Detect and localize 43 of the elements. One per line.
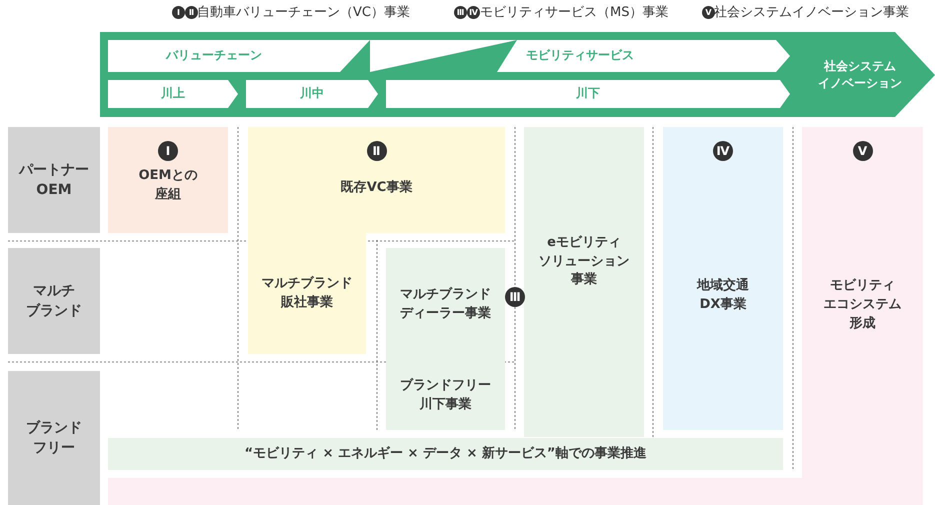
- category-panel: [108, 438, 783, 470]
- business-label: 既存VC事業: [340, 179, 412, 197]
- stage-label: 川下: [576, 85, 600, 102]
- category-panel: [524, 127, 644, 437]
- row-header: [8, 371, 100, 505]
- row-header: [8, 248, 100, 354]
- business-label: 地域交通DX事業: [697, 277, 749, 314]
- business-label: マルチブランド販社事業: [262, 274, 352, 312]
- legend-text: 自動車バリューチェーン（VC）事業: [197, 5, 410, 21]
- business-label: モビリティエコシステム形成: [824, 277, 902, 333]
- category-panel: [386, 362, 505, 430]
- business-label: “モビリティ × エネルギー × データ × 新サービス”軸での事業推進: [244, 444, 646, 463]
- roman-numeral-badge: Ⅴ: [702, 6, 715, 19]
- roman-numeral-badge: Ⅱ: [185, 6, 198, 19]
- roman-numeral-badge: Ⅰ: [172, 6, 185, 19]
- category-panel: [802, 127, 923, 478]
- business-label: OEMとの座組: [138, 167, 198, 204]
- business-label: ブランドフリー川下事業: [400, 377, 491, 414]
- roman-numeral-badge: Ⅳ: [467, 6, 480, 19]
- stage-label: 川上: [161, 85, 185, 102]
- row-label: ブランドフリー: [26, 418, 82, 458]
- roman-numeral-badge: Ⅱ: [366, 141, 386, 161]
- roman-numeral-badge: Ⅲ: [454, 6, 467, 19]
- row-label: マルチブランド: [26, 282, 82, 321]
- roman-numeral-badge: Ⅲ: [505, 287, 525, 307]
- stage-label: 川中: [300, 85, 324, 102]
- business-label: eモビリティソリューション事業: [538, 234, 630, 290]
- category-panel: [248, 233, 366, 354]
- business-label: マルチブランドディーラー事業: [400, 286, 491, 323]
- category-panel: [663, 127, 783, 430]
- roman-numeral-badge: Ⅰ: [158, 141, 178, 161]
- category-panel: [108, 127, 228, 233]
- category-panel: [386, 248, 505, 362]
- legend-text: モビリティサービス（MS）事業: [480, 5, 668, 21]
- stage-label: バリューチェーン: [166, 47, 262, 64]
- row-header: [8, 127, 100, 233]
- roman-numeral-badge: Ⅳ: [713, 141, 733, 161]
- category-panel: [248, 127, 505, 233]
- stage-label: モビリティサービス: [526, 47, 634, 64]
- stage-label: 社会システムイノベーション: [818, 58, 902, 92]
- row-label: パートナーOEM: [19, 160, 89, 200]
- roman-numeral-badge: Ⅴ: [852, 141, 872, 161]
- legend-text: 社会システムイノベーション事業: [714, 5, 909, 21]
